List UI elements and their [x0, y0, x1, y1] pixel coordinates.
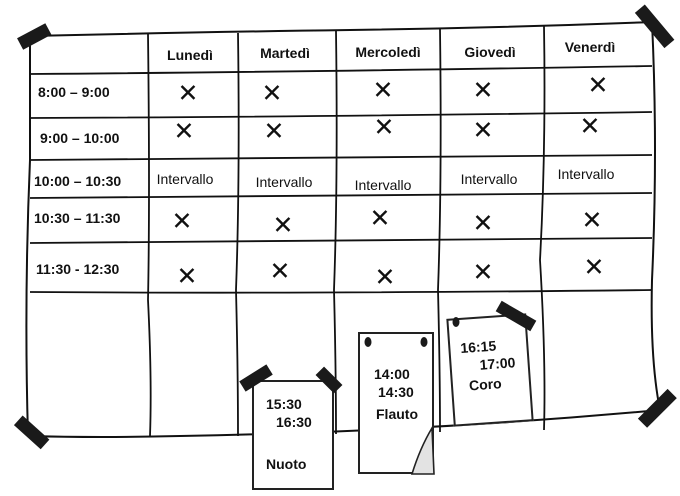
curl-flauto: [410, 425, 435, 475]
mark-thu-r5: ✕: [472, 258, 494, 287]
tape-top-left: [17, 23, 52, 50]
note-nuoto-end: 16:30: [276, 414, 312, 430]
mark-thu-r4: ✕: [472, 209, 494, 238]
time-row-5: 11:30 - 12:30: [36, 261, 120, 277]
time-row-2: 9:00 – 10:00: [40, 130, 120, 146]
mark-fri-r2: ✕: [579, 112, 601, 141]
note-flauto-start: 14:00: [374, 366, 410, 382]
pin-flauto-right: [420, 337, 428, 347]
tape-coro: [495, 300, 537, 332]
mark-tue-r4: ✕: [272, 211, 294, 240]
tape-nuoto-right: [315, 366, 343, 394]
note-flauto-activity: Flauto: [376, 406, 418, 422]
mark-fri-r1: ✕: [587, 71, 609, 100]
time-row-1: 8:00 – 9:00: [38, 84, 110, 100]
mark-mon-r4: ✕: [171, 207, 193, 236]
break-thu: Intervallo: [460, 171, 518, 187]
day-wednesday: Mercoledì: [355, 44, 421, 60]
day-thursday: Giovedì: [464, 44, 516, 60]
mark-fri-r4: ✕: [581, 206, 603, 235]
pin-coro: [452, 317, 460, 327]
note-nuoto: 15:30 16:30 Nuoto: [252, 380, 334, 490]
mark-wed-r2: ✕: [373, 113, 395, 142]
mark-mon-r2: ✕: [173, 117, 195, 146]
pin-flauto-left: [364, 337, 372, 347]
note-nuoto-activity: Nuoto: [266, 456, 307, 472]
note-flauto-end: 14:30: [378, 384, 414, 400]
mark-wed-r5: ✕: [374, 263, 396, 292]
tape-bottom-right: [637, 388, 677, 428]
mark-thu-r2: ✕: [472, 116, 494, 145]
time-row-3: 10:00 – 10:30: [34, 173, 122, 189]
mark-thu-r1: ✕: [472, 76, 494, 105]
mark-mon-r5: ✕: [176, 262, 198, 291]
break-mon: Intervallo: [156, 171, 214, 187]
mark-fri-r5: ✕: [583, 253, 605, 282]
tape-top-right: [634, 4, 675, 49]
break-wed: Intervallo: [354, 177, 412, 193]
day-friday: Venerdì: [564, 39, 616, 55]
break-tue: Intervallo: [255, 174, 313, 190]
break-fri: Intervallo: [557, 166, 615, 182]
mark-wed-r1: ✕: [372, 76, 394, 105]
tape-nuoto-left: [239, 364, 273, 392]
time-row-4: 10:30 – 11:30: [34, 210, 121, 226]
day-monday: Lunedì: [167, 47, 213, 63]
mark-wed-r4: ✕: [369, 204, 391, 233]
tape-bottom-left: [13, 415, 50, 450]
mark-tue-r5: ✕: [269, 257, 291, 286]
mark-tue-r2: ✕: [263, 117, 285, 146]
day-tuesday: Martedì: [260, 45, 310, 61]
mark-tue-r1: ✕: [261, 79, 283, 108]
mark-mon-r1: ✕: [177, 79, 199, 108]
note-nuoto-start: 15:30: [266, 396, 302, 412]
